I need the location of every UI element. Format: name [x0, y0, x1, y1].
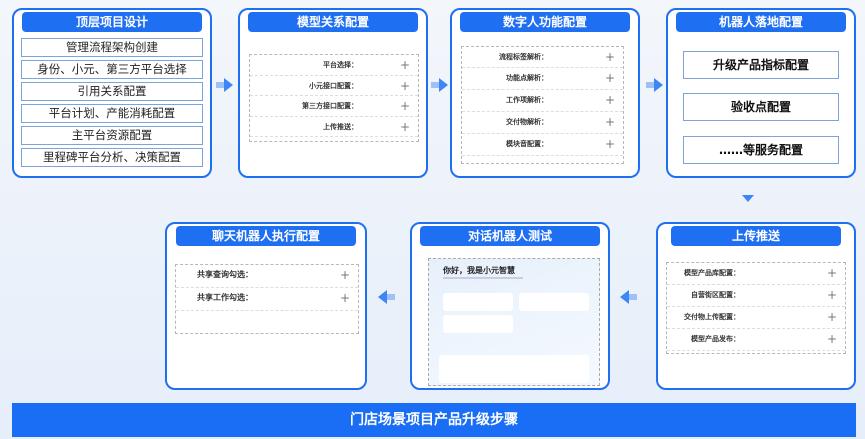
plus-icon[interactable]: +: [604, 92, 615, 107]
step-title: 顶层项目设计: [22, 12, 202, 32]
config-row[interactable]: 上传推送：+: [250, 117, 418, 137]
step-title: 模型关系配置: [248, 12, 418, 32]
step-model-relation: 模型关系配置 平台选择：+ 小元接口配置：+ 第三方接口配置：+ 上传推送：+: [238, 8, 428, 178]
plus-icon[interactable]: +: [399, 78, 410, 93]
chat-greeting: 你好，我是小元智慧: [443, 266, 515, 275]
plus-icon[interactable]: +: [604, 114, 615, 129]
step-chat-test: 对话机器人测试 你好，我是小元智慧: [410, 222, 610, 390]
list-item: 身份、小元、第三方平台选择: [21, 60, 203, 79]
arrow-right-icon: [216, 78, 233, 92]
step-title: 数字人功能配置: [460, 12, 630, 32]
step-digital-human: 数字人功能配置 流程标签解析：+ 功能点解析：+ 工作项解析：+ 交付物解析：+…: [450, 8, 640, 178]
step-title: 上传推送: [671, 226, 841, 246]
step-top-level-design: 顶层项目设计 管理流程架构创建 身份、小元、第三方平台选择 引用关系配置 平台计…: [12, 8, 212, 178]
config-row[interactable]: 共享工作勾选：+: [176, 288, 358, 311]
config-item[interactable]: 升级产品指标配置: [683, 51, 839, 79]
config-item[interactable]: 验收点配置: [683, 93, 839, 121]
config-row[interactable]: 共享查询勾选：+: [176, 265, 358, 288]
plus-icon[interactable]: +: [339, 268, 350, 282]
chat-preview: 你好，我是小元智慧: [428, 258, 600, 386]
config-row[interactable]: 自营街区配置：+: [667, 285, 845, 307]
step-title: 聊天机器人执行配置: [176, 226, 356, 246]
arrow-down-icon: [742, 195, 754, 202]
config-row[interactable]: 模型产品发布：+: [667, 329, 845, 351]
banner-title: 门店场景项目产品升级步骤: [12, 403, 856, 437]
config-row[interactable]: 平台选择：+: [250, 55, 418, 76]
plus-icon[interactable]: +: [399, 58, 410, 72]
config-row[interactable]: 模型产品库配置：+: [667, 263, 845, 285]
plus-icon[interactable]: +: [826, 310, 837, 324]
list-item: 里程碑平台分析、决策配置: [21, 148, 203, 167]
arrow-right-icon: [431, 78, 448, 92]
plus-icon[interactable]: +: [339, 291, 350, 305]
plus-icon[interactable]: +: [604, 136, 615, 151]
step-title: 对话机器人测试: [420, 226, 600, 246]
plus-icon[interactable]: +: [826, 288, 837, 302]
plus-icon[interactable]: +: [604, 70, 615, 85]
list-item: 主平台资源配置: [21, 126, 203, 145]
config-row[interactable]: 小元接口配置：+: [250, 76, 418, 96]
arrow-right-icon: [646, 78, 663, 92]
config-row[interactable]: 流程标签解析：+: [462, 47, 623, 68]
config-row[interactable]: 第三方接口配置：+: [250, 96, 418, 117]
arrow-left-icon: [378, 290, 395, 304]
config-row[interactable]: 工作项解析：+: [462, 90, 623, 112]
list-item: 管理流程架构创建: [21, 38, 203, 57]
step-upload-push: 上传推送 模型产品库配置：+ 自营街区配置：+ 交付物上传配置：+ 模型产品发布…: [656, 222, 856, 390]
list-item: 平台计划、产能消耗配置: [21, 104, 203, 123]
plus-icon[interactable]: +: [826, 266, 837, 280]
plus-icon[interactable]: +: [604, 50, 615, 64]
plus-icon[interactable]: +: [826, 332, 837, 346]
config-item[interactable]: ……等服务配置: [683, 136, 839, 164]
plus-icon[interactable]: +: [399, 99, 410, 113]
list-item: 引用关系配置: [21, 82, 203, 101]
arrow-left-icon: [620, 290, 637, 304]
step-robot-deploy: 机器人落地配置 升级产品指标配置 验收点配置 ……等服务配置: [666, 8, 856, 178]
step-chatbot-exec: 聊天机器人执行配置 共享查询勾选：+ 共享工作勾选：+: [165, 222, 367, 390]
config-row[interactable]: 交付物上传配置：+: [667, 307, 845, 329]
step-title: 机器人落地配置: [676, 12, 846, 32]
config-row[interactable]: 模块音配置：+: [462, 134, 623, 156]
config-row[interactable]: 交付物解析：+: [462, 112, 623, 134]
config-row[interactable]: 功能点解析：+: [462, 68, 623, 90]
plus-icon[interactable]: +: [399, 119, 410, 134]
